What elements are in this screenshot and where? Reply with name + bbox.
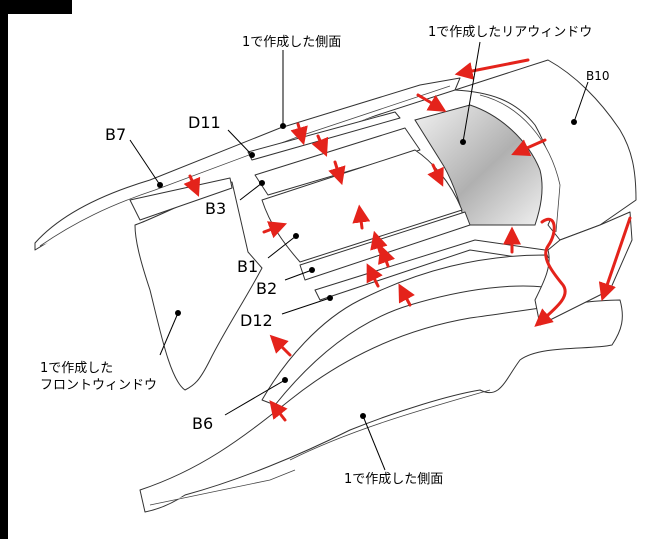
arrow-2 <box>416 93 447 112</box>
rear-quarter-panel <box>534 211 633 326</box>
dot-side-top <box>280 123 286 129</box>
leader-b2 <box>284 269 313 281</box>
label-b1: B1 <box>237 257 258 276</box>
arrow-s-curve <box>534 218 567 327</box>
leader-b3 <box>239 182 263 201</box>
arrow-16 <box>269 334 292 357</box>
lower-side-panel <box>139 299 623 513</box>
leader-d12 <box>281 297 331 315</box>
rear-window-panel <box>414 104 543 226</box>
leader-b10 <box>573 81 589 123</box>
left-border-bar <box>0 0 8 539</box>
top-left-black-block <box>0 0 72 14</box>
dot-b10 <box>571 119 577 125</box>
arrow-5 <box>311 134 329 157</box>
label-front-window-line2: フロントウィンドウ <box>40 378 157 393</box>
leader-side-bottom <box>362 415 386 471</box>
leader-lines <box>129 41 589 471</box>
dot-b6 <box>282 377 288 383</box>
arrow-17 <box>269 400 288 422</box>
leader-b6 <box>224 379 286 416</box>
leader-b1 <box>267 235 297 259</box>
arrow-18 <box>598 216 632 302</box>
leader-d11 <box>227 129 253 156</box>
dot-b3 <box>259 180 265 186</box>
dot-b2 <box>309 267 315 273</box>
arrow-1 <box>454 58 530 80</box>
dot-side-bottom <box>360 413 366 419</box>
arrow-9 <box>262 221 288 239</box>
arrow-8 <box>183 174 201 197</box>
label-b3: B3 <box>205 199 226 218</box>
label-d11: D11 <box>188 113 221 132</box>
dot-b1 <box>293 233 299 239</box>
label-side-bottom: 1で作成した側面 <box>344 472 443 487</box>
lower-side-panel-inner <box>289 389 491 461</box>
label-b7: B7 <box>105 125 126 144</box>
arrow-13 <box>366 263 383 288</box>
leader-front-window <box>159 312 179 356</box>
arrow-7 <box>427 163 444 187</box>
label-b10: B10 <box>586 69 610 83</box>
leader-b7 <box>129 139 161 186</box>
arrow-10 <box>352 204 371 230</box>
arrow-6 <box>328 160 346 186</box>
label-b2: B2 <box>256 279 277 298</box>
dot-rear-window <box>460 139 466 145</box>
arrow-12 <box>378 244 396 268</box>
label-side-top: 1で作成した側面 <box>242 35 341 50</box>
leader-rear-window <box>462 41 481 143</box>
label-d12: D12 <box>240 311 273 330</box>
lower-side-panel-rocker <box>149 469 296 506</box>
assembly-arrows <box>183 58 632 422</box>
roof-panel-b3 <box>254 127 421 196</box>
arrow-4 <box>290 122 308 146</box>
label-front-window-line1: 1で作成した <box>40 361 113 376</box>
label-rear-window: 1で作成したリアウィンドウ <box>428 25 592 40</box>
arrow-3 <box>511 138 547 156</box>
label-b6: B6 <box>192 414 213 433</box>
dot-front-window <box>175 310 181 316</box>
arrow-14 <box>398 283 415 307</box>
dot-d11 <box>249 152 255 158</box>
dot-b7 <box>157 182 163 188</box>
dot-d12 <box>327 295 333 301</box>
